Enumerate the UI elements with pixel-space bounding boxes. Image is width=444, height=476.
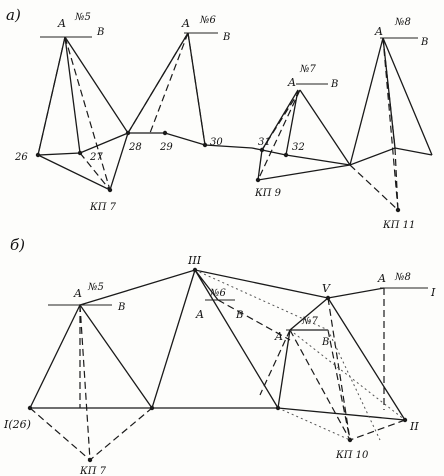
panel-b-node-kp10 (347, 437, 353, 443)
panel-a-station-8-a: A (374, 25, 383, 38)
panel-a-station-7-a: A (287, 76, 296, 89)
panel-a-node-29 (162, 130, 168, 136)
panel-b-station-6-b: B (235, 310, 243, 321)
panel-a-node-28 (125, 130, 131, 136)
panel-a: a) A №5 B A №6 B A №7 B A №8 B (6, 6, 433, 231)
panel-a-solid-network (37, 32, 433, 191)
panel-a-station-7-b: B (330, 79, 338, 90)
panel-a-kp11: КП 11 (382, 220, 415, 231)
panel-a-station-6-a: A (181, 17, 190, 30)
panel-b-station-6-a: A (195, 308, 204, 321)
panel-a-station-8-b: B (420, 37, 428, 48)
panel-b-node-mid (149, 405, 155, 411)
panel-b-kp7: КП 7 (79, 466, 107, 476)
panel-a-node-30 (202, 142, 208, 148)
panel-a-station-5-num: №5 (74, 12, 91, 23)
panel-b-station-6-num: №6 (209, 288, 226, 299)
panel-b-node-V (325, 295, 331, 301)
panel-a-station-8-num: №8 (394, 17, 411, 28)
panel-b: б) A №5 B A №6 B A №7 B A №8 I II (3, 236, 436, 476)
panel-b-dotted-lines (194, 269, 406, 441)
panel-a-label: a) (6, 6, 21, 24)
panel-a-point-27: 27 (89, 152, 103, 163)
panel-b-roman-I26: I(26) (3, 418, 31, 431)
panel-a-point-31: 31 (258, 137, 271, 148)
panel-a-station-5-b: B (96, 27, 104, 38)
panel-b-node-kp7 (87, 457, 93, 463)
panel-b-node-III (192, 267, 198, 273)
panel-a-node-kp11 (395, 207, 401, 213)
panel-b-station-7-a: A (274, 330, 283, 343)
panel-b-roman-V: V (322, 282, 331, 295)
panel-a-node-kp7 (107, 187, 113, 193)
panel-b-station-5-a: A (73, 287, 82, 300)
panel-b-node-II (402, 417, 408, 423)
panel-a-dashed-sightlines (37, 32, 399, 211)
panel-a-station-6-b: B (222, 32, 230, 43)
panel-a-kp9: КП 9 (254, 188, 282, 199)
panel-b-station-8-a: A (377, 272, 386, 285)
panel-b-node-I (27, 405, 33, 411)
panel-a-point-28: 28 (128, 142, 142, 153)
panel-b-kp10: КП 10 (335, 450, 369, 461)
panel-a-node-kp9 (255, 177, 261, 183)
panel-a-kp7: КП 7 (89, 202, 117, 213)
panel-a-node-26 (35, 152, 41, 158)
panel-b-node-4 (275, 405, 281, 411)
panel-a-station-7-num: №7 (299, 64, 316, 75)
panel-a-point-26: 26 (14, 152, 28, 163)
panel-a-point-29: 29 (159, 142, 173, 153)
panel-a-node-27 (77, 150, 83, 156)
panel-b-station-8-num: №8 (394, 272, 411, 283)
panel-a-point-32: 32 (292, 142, 305, 153)
panel-a-node-32 (283, 152, 289, 158)
panel-b-station-5-b: B (117, 302, 125, 313)
panel-a-point-30: 30 (210, 137, 223, 148)
panel-b-station-7-b: B (321, 337, 329, 348)
panel-b-roman-II: II (409, 420, 419, 433)
panel-b-label: б) (10, 236, 25, 254)
panel-b-roman-III: III (187, 254, 202, 267)
panel-b-station-8-b: I (430, 286, 436, 299)
panel-b-station-5-num: №5 (87, 282, 104, 293)
panel-a-station-5-a: A (57, 17, 66, 30)
panel-a-node-31 (259, 147, 265, 153)
panel-a-station-6-num: №6 (199, 15, 216, 26)
panel-b-station-7-num: №7 (301, 316, 318, 327)
